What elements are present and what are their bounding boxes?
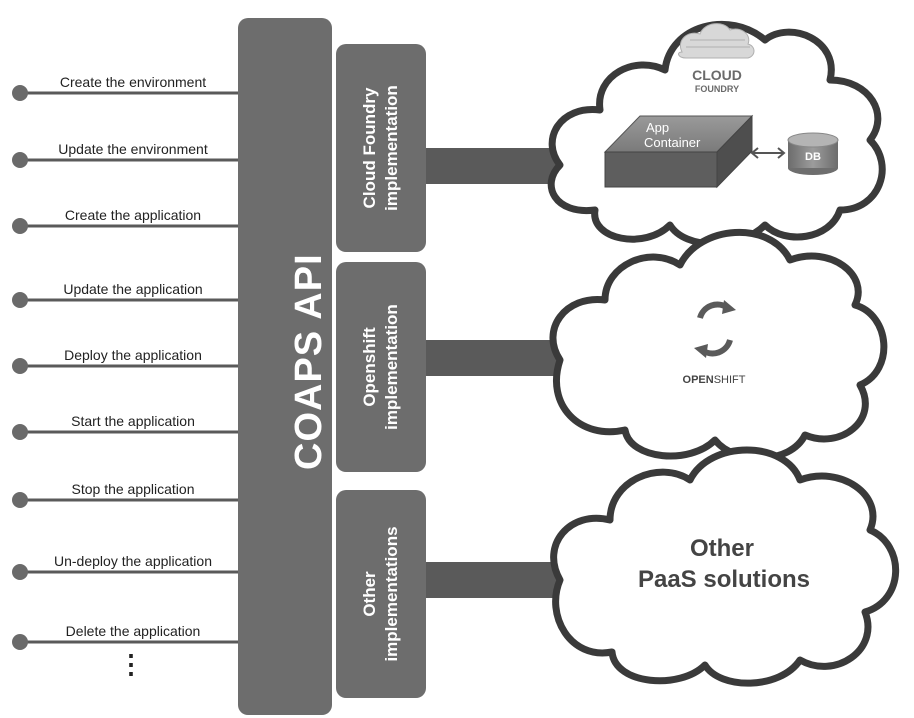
- operation-label: Start the application: [71, 413, 195, 429]
- operation-dot-icon: [12, 564, 28, 580]
- operation-dot-icon: [12, 634, 28, 650]
- operation-dot-icon: [12, 218, 28, 234]
- impl-label-other-line2: implementations: [382, 526, 401, 662]
- operation-label: Update the environment: [58, 141, 208, 157]
- openshift-logo: [694, 300, 736, 358]
- api-title: COAPS API: [288, 253, 330, 470]
- operation-connectors: [12, 85, 240, 650]
- operation-dot-icon: [12, 492, 28, 508]
- cloudfoundry-logo: [678, 23, 755, 59]
- impl-label-cloudfoundry: Cloud Foundry implementation: [359, 85, 403, 211]
- impl-box-cloudfoundry: [336, 44, 426, 252]
- operation-dot-icon: [12, 85, 28, 101]
- cloud-other: [550, 446, 900, 687]
- connector-other: [420, 562, 565, 598]
- connector-cloudfoundry: [420, 148, 565, 184]
- database-icon: [787, 132, 839, 175]
- app-container-box: [603, 114, 754, 189]
- openshift-wordmark: OPENSHIFT: [683, 374, 746, 386]
- connector-openshift: [420, 340, 565, 376]
- impl-label-openshift-line2: implementation: [382, 304, 401, 430]
- impl-label-openshift: Openshift implementation: [359, 304, 403, 430]
- operation-dot-icon: [12, 152, 28, 168]
- operation-dot-icon: [12, 292, 28, 308]
- app-container-label-line2: Container: [644, 135, 701, 150]
- operation-label: Create the environment: [59, 74, 207, 90]
- operation-dot-icon: [12, 358, 28, 374]
- db-label: DB: [805, 151, 821, 163]
- impl-label-cloudfoundry-line2: implementation: [382, 85, 401, 211]
- cloudfoundry-logo-line1: CLOUD: [692, 67, 742, 83]
- operation-label: Create the application: [64, 207, 202, 223]
- operation-dot-icon: [12, 424, 28, 440]
- operation-label: Delete the application: [65, 623, 201, 639]
- other-paas-line2: PaaS solutions: [638, 566, 810, 593]
- operation-label: Stop the application: [71, 481, 195, 497]
- impl-box-openshift: [336, 262, 426, 472]
- coaps-api-bar: [238, 18, 332, 715]
- impl-box-other: [336, 490, 426, 698]
- other-paas-line1: Other: [690, 535, 754, 562]
- double-arrow-icon: [750, 147, 786, 159]
- app-container-label-line1: App: [646, 120, 669, 135]
- cloudfoundry-logo-line2: FOUNDRY: [695, 84, 739, 94]
- operation-label: Update the application: [63, 281, 203, 297]
- impl-label-other: Other implementations: [359, 526, 403, 661]
- operation-label: Deploy the application: [64, 347, 202, 363]
- impl-label-openshift-line1: Openshift: [360, 327, 379, 407]
- operation-label: Un-deploy the application: [54, 553, 212, 569]
- impl-label-other-line1: Other: [360, 571, 379, 617]
- impl-label-cloudfoundry-line1: Cloud Foundry: [360, 87, 379, 209]
- cloud-openshift: [549, 228, 888, 462]
- more-operations-ellipsis: ⋮: [118, 649, 144, 679]
- api-title-wrapper: COAPS API: [234, 253, 334, 470]
